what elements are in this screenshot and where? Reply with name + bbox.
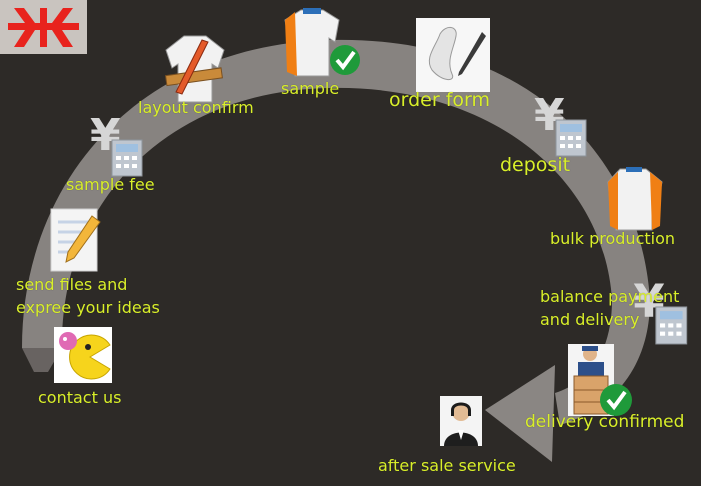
step-label-sample: sample — [281, 77, 339, 100]
step-label-sample-fee: sample fee — [66, 173, 155, 196]
jersey-ruler-icon — [162, 32, 228, 104]
jersey-checkmark-icon — [283, 6, 363, 78]
pacman-icon — [54, 327, 112, 383]
jersey-icon — [606, 166, 664, 232]
step-label-after-sale-service: after sale service — [378, 454, 516, 477]
step-label-bulk-production: bulk production — [550, 227, 675, 250]
step-label-send-files-line1: send files and — [16, 273, 160, 296]
courier-boxes-check-icon — [568, 344, 636, 418]
step-label-balance-payment-line2: and delivery — [540, 308, 679, 331]
step-label-contact-us: contact us — [38, 386, 121, 409]
logo-mark-icon — [0, 0, 87, 54]
step-label-delivery-confirmed: delivery confirmed — [525, 410, 684, 435]
step-label-balance-payment: balance payment and delivery — [540, 285, 679, 331]
step-label-layout-confirm: layout confirm — [138, 96, 254, 119]
yen-calculator-icon: ¥ — [532, 84, 590, 158]
step-label-send-files-line2: expree your ideas — [16, 296, 160, 319]
brand-logo — [0, 0, 87, 54]
document-pencil-icon — [48, 206, 104, 276]
step-label-order-form: order form — [389, 87, 490, 115]
support-agent-icon — [440, 396, 482, 446]
paper-pen-icon — [416, 18, 490, 92]
step-label-send-files: send files and expree your ideas — [16, 273, 160, 319]
step-label-balance-payment-line1: balance payment — [540, 285, 679, 308]
step-label-deposit: deposit — [500, 152, 570, 180]
